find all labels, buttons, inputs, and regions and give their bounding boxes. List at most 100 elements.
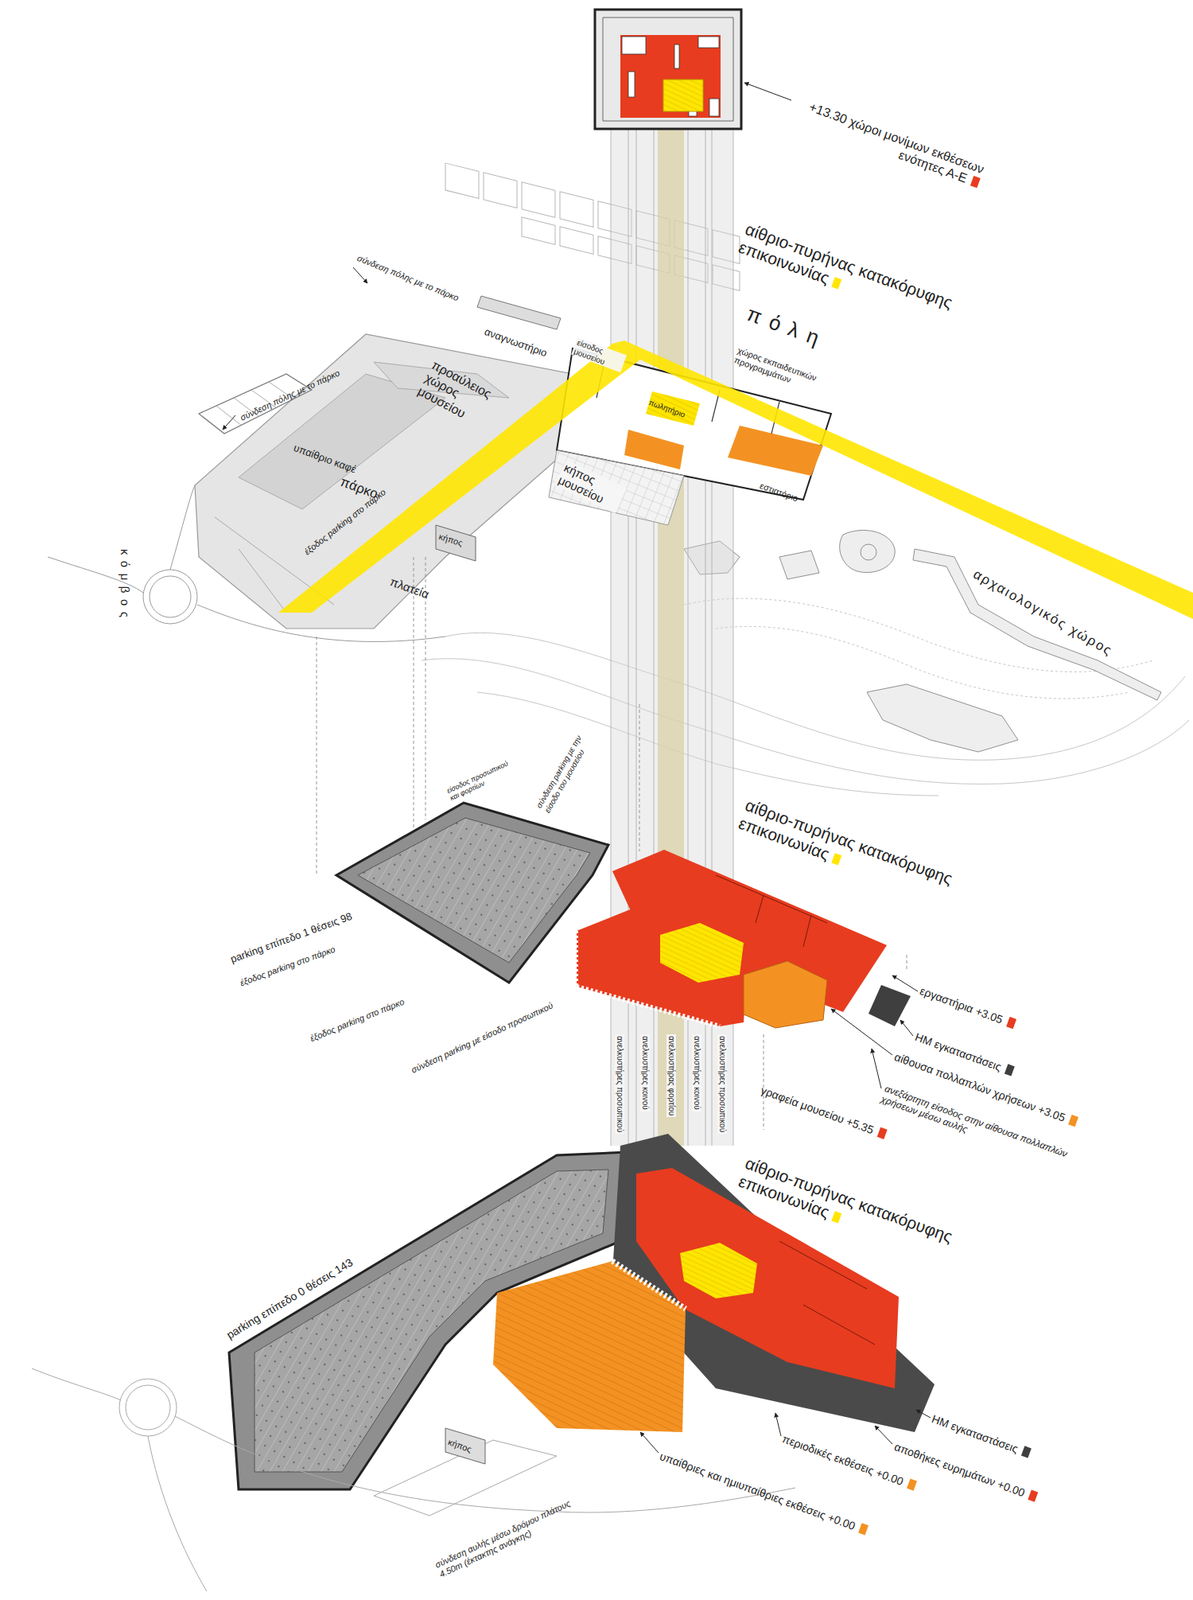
museum-level-0: [779, 1240, 867, 1289]
legend-swatch: [831, 853, 843, 866]
legend-swatch: [858, 1522, 869, 1535]
legend-swatch: [906, 1477, 918, 1490]
tower-exhibition-level: [594, 9, 742, 129]
roundabout: [149, 575, 191, 618]
park-plate: [194, 334, 573, 629]
legend-swatch: [1068, 1114, 1079, 1127]
park-plate: [238, 373, 446, 510]
place-label: προαύλειος χώρος μουσείου: [415, 357, 506, 435]
legend-entry: +13.30 χώροι μονίμων εκθέσεων ενότητες Α…: [784, 93, 986, 191]
legend-text: αίθριο-πυρήνας κατακόρυφης επικοινωνίας: [736, 219, 956, 312]
place-label: έξοδος parking στο πάρκο: [302, 486, 388, 557]
place-label: είσοδος μουσείου: [571, 337, 627, 373]
museum-level-1: [715, 874, 828, 947]
place-label: ανελκυστήρες κοινού: [692, 1033, 703, 1112]
park-plate: [435, 524, 476, 561]
legend-entry: γραφεία μουσείου +5.35: [758, 1083, 887, 1141]
leader-arrows: [640, 1431, 659, 1453]
parking-level-1: [336, 802, 609, 983]
leader-arrows: [900, 1019, 914, 1036]
legend-text: +13.30 χώροι μονίμων εκθέσεων ενότητες Α…: [807, 100, 986, 186]
place-label: αρχαιολογικός χώρος: [970, 566, 1116, 660]
roundabout: [47, 485, 446, 642]
place-label: πλατεία: [388, 574, 432, 602]
legend-swatch: [831, 1211, 843, 1224]
lower-site: [147, 1435, 207, 1591]
place-label: ανελκυστήρες προσωπικού: [615, 1033, 626, 1134]
place-label: ανελκυστήρες κοινού: [641, 1033, 651, 1112]
leader-arrows: [222, 82, 931, 1453]
level-guides: [316, 636, 318, 875]
place-label: κόμβος: [118, 548, 133, 624]
level-guides: [639, 703, 641, 852]
lower-site: [31, 1367, 121, 1400]
legend-text: γραφεία μουσείου +5.35: [759, 1083, 876, 1136]
tower-exhibition-level: [594, 9, 742, 129]
park-plate: [214, 381, 335, 613]
tower-exhibition-level: [620, 34, 721, 118]
leader-arrows: [744, 82, 792, 101]
place-label: πόλη: [743, 302, 832, 354]
place-label: είσοδος προσωπικού και φορτίων: [445, 757, 517, 803]
city-blocks: [521, 182, 556, 218]
place-label: ανελκυστήρες προσωπικού: [718, 1033, 728, 1134]
parking-level-1: [336, 802, 609, 983]
place-label: αναγνωστήριο: [482, 326, 549, 360]
leader-arrows: [222, 415, 236, 430]
leader-arrows: [775, 1412, 782, 1436]
place-label: parking επίπεδο 1 θέσεις 98: [229, 910, 354, 966]
place-label: ανελκυστήρας φορτίου: [667, 1033, 677, 1117]
legend-swatch: [970, 175, 981, 188]
place-label: σύνδεση πόλης με το πάρκο: [238, 367, 342, 423]
place-label: parking επίπεδο 0 θέσεις 143: [224, 1255, 355, 1341]
place-label: κήπος: [446, 1436, 474, 1454]
museum-level-1: [660, 922, 744, 983]
roundabout: [197, 604, 446, 642]
museum-level-1: [868, 984, 911, 1026]
place-label: σύνδεση πόλης με το πάρκο: [355, 252, 460, 304]
leader-arrows: [916, 1409, 931, 1418]
leader-arrows: [831, 1008, 893, 1055]
city-blocks: [483, 172, 517, 208]
place-label: κήπος: [437, 531, 464, 548]
legend-swatch: [876, 1126, 887, 1139]
tower-exhibition-level: [621, 36, 719, 117]
legend-entry: εργαστήρια +3.05: [917, 983, 1017, 1030]
legend-swatch: [1004, 1063, 1015, 1076]
site-contours: [715, 625, 1130, 699]
park-plate: [198, 373, 312, 434]
legend-entry: ΗΜ εγκαταστάσεις: [929, 1411, 1032, 1460]
legend-text: αίθριο-πυρήνας κατακόρυφης επικοινωνίας: [736, 1153, 956, 1246]
legend-text: περιοδικές εκθέσεις +0.00: [781, 1431, 906, 1488]
place-label: σύνδεση parking με την είσοδο του μουσεί…: [534, 715, 603, 814]
level-guides: [413, 556, 415, 828]
place-label: σύνδεση αυλής μέσω δρόμου πλάτους 4.50m …: [433, 1496, 580, 1579]
legend-swatch: [1021, 1445, 1032, 1458]
city-blocks: [559, 191, 594, 227]
roundabout: [143, 569, 198, 624]
tower-exhibition-level: [709, 98, 719, 117]
city-blocks: [521, 217, 556, 245]
place-label: έξοδος parking στο πάρκο: [308, 996, 406, 1044]
legend-text: εργαστήρια +3.05: [918, 983, 1006, 1026]
museum-level-0: [680, 1242, 758, 1298]
tower-exhibition-level: [602, 17, 734, 121]
parking-level-1: [357, 817, 591, 963]
lower-site: [445, 1427, 486, 1464]
leader-arrows: [871, 1048, 882, 1089]
tower-exhibition-level: [663, 79, 704, 112]
ruins: [860, 544, 877, 560]
museum-level-1: [743, 960, 828, 1028]
museum-level-0: [493, 1260, 686, 1432]
leader-arrows: [874, 1425, 893, 1444]
place-label: ανεξάρτητη είσοδος στην αίθουσα πολλαπλώ…: [879, 1083, 1104, 1183]
legend-entry: αίθριο-πυρήνας κατακόρυφης επικοινωνίας: [735, 795, 973, 914]
legend-text: ΗΜ εγκαταστάσεις: [930, 1411, 1021, 1455]
ruins: [779, 550, 820, 580]
ruins: [866, 683, 1019, 752]
tower-exhibition-level: [674, 44, 680, 69]
ruins: [839, 529, 896, 572]
